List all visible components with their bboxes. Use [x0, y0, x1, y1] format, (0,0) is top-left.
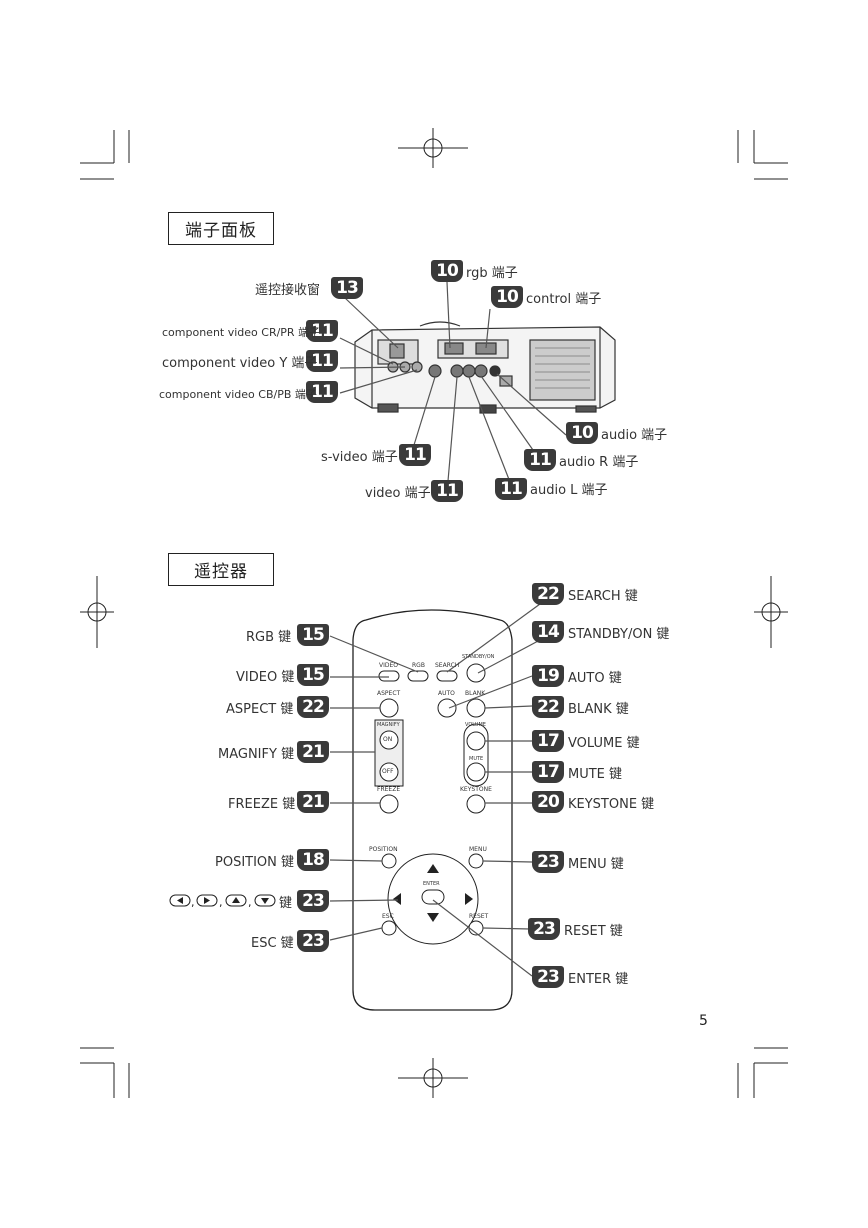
label-mute: MUTE 键	[568, 767, 623, 782]
label-remote-sensor: 遥控接收窗	[255, 283, 321, 298]
remote-label-search: SEARCH	[435, 662, 460, 669]
label-esc: ESC 键	[251, 936, 294, 951]
badge-y: 11	[306, 350, 338, 372]
badge-esc: 23	[297, 930, 329, 952]
badge-menu: 23	[532, 851, 564, 873]
label-y: component video Y 端子	[162, 356, 318, 371]
label-enter: ENTER 键	[568, 972, 629, 987]
arrow-key-icons	[169, 894, 276, 907]
badge-audio-r: 11	[524, 449, 556, 471]
label-standby: STANDBY/ON 键	[568, 627, 670, 642]
label-arrows: 键	[279, 896, 293, 911]
badge-magnify: 21	[297, 741, 329, 763]
label-audio: audio 端子	[601, 428, 668, 443]
badge-video: 11	[431, 480, 463, 502]
remote-label-auto: AUTO	[438, 690, 455, 697]
remote-label-blank: BLANK	[465, 690, 486, 697]
remote-label-reset: RESET	[469, 913, 489, 920]
label-position: POSITION 键	[215, 855, 295, 870]
badge-svideo: 11	[399, 444, 431, 466]
badge-position: 18	[297, 849, 329, 871]
label-rgb: rgb 端子	[466, 266, 518, 281]
label-control: control 端子	[526, 292, 602, 307]
registration-target-top	[398, 128, 468, 168]
badge-reset: 23	[528, 918, 560, 940]
label-menu: MENU 键	[568, 857, 624, 872]
label-video-key: VIDEO 键	[236, 670, 295, 685]
badge-video-key: 15	[297, 664, 329, 686]
badge-standby: 14	[532, 621, 564, 643]
remote-label-position: POSITION	[369, 846, 398, 853]
label-video: video 端子	[365, 486, 431, 501]
panel-section-title: 端子面板	[168, 212, 274, 245]
remote-label-mute: MUTE	[469, 756, 484, 762]
badge-control: 10	[491, 286, 523, 308]
label-cr-pr: component video CR/PR 端子	[162, 326, 321, 339]
remote-label-menu: MENU	[469, 846, 487, 853]
badge-rgb: 10	[431, 260, 463, 282]
remote-label-off: OFF	[382, 768, 394, 775]
label-search: SEARCH 键	[568, 589, 638, 604]
label-auto: AUTO 键	[568, 671, 622, 686]
registration-target-right	[754, 576, 788, 648]
registration-target-left	[80, 576, 114, 648]
label-keystone: KEYSTONE 键	[568, 797, 655, 812]
svg-text:,: ,	[248, 896, 252, 909]
label-magnify: MAGNIFY 键	[218, 747, 295, 762]
badge-enter: 23	[532, 966, 564, 988]
label-reset: RESET 键	[564, 924, 623, 939]
label-audio-r: audio R 端子	[559, 455, 639, 470]
remote-label-keystone: KEYSTONE	[460, 786, 492, 793]
label-freeze: FREEZE 键	[228, 797, 296, 812]
badge-mute: 17	[532, 761, 564, 783]
badge-aspect: 22	[297, 696, 329, 718]
label-rgb-key: RGB 键	[246, 630, 292, 645]
remote-label-rgb: RGB	[412, 662, 425, 669]
remote-label-on: ON	[383, 736, 393, 743]
remote-section-title: 遥控器	[168, 553, 274, 586]
badge-audio: 10	[566, 422, 598, 444]
badge-auto: 19	[532, 665, 564, 687]
label-volume: VOLUME 键	[568, 736, 640, 751]
remote-label-magnify: MAGNIFY	[377, 722, 400, 728]
remote-label-esc: ESC	[382, 913, 394, 920]
label-audio-l: audio L 端子	[530, 483, 608, 498]
label-aspect: ASPECT 键	[226, 702, 294, 717]
badge-remote-sensor: 13	[331, 277, 363, 299]
remote-label-standby: STANDBY/ON	[462, 654, 495, 660]
badge-cb-pb: 11	[306, 381, 338, 403]
remote-label-video: VIDEO	[379, 662, 399, 669]
label-blank: BLANK 键	[568, 702, 629, 717]
remote-label-volume: VOLUME	[465, 722, 486, 728]
badge-volume: 17	[532, 730, 564, 752]
label-svideo: s-video 端子	[321, 450, 398, 465]
remote-label-enter: ENTER	[423, 881, 440, 887]
registration-target-bottom	[398, 1058, 468, 1098]
badge-audio-l: 11	[495, 478, 527, 500]
svg-text:,: ,	[219, 896, 223, 909]
badge-blank: 22	[532, 696, 564, 718]
badge-arrows: 23	[297, 890, 329, 912]
remote-label-aspect: ASPECT	[377, 690, 401, 697]
page-number: 5	[699, 1013, 708, 1029]
label-cb-pb: component video CB/PB 端子	[159, 388, 317, 401]
badge-cr-pr: 11	[306, 320, 338, 342]
badge-rgb-key: 15	[297, 624, 329, 646]
remote-label-freeze: FREEZE	[377, 786, 401, 793]
svg-text:,: ,	[191, 896, 195, 909]
badge-freeze: 21	[297, 791, 329, 813]
badge-keystone: 20	[532, 791, 564, 813]
badge-search: 22	[532, 583, 564, 605]
